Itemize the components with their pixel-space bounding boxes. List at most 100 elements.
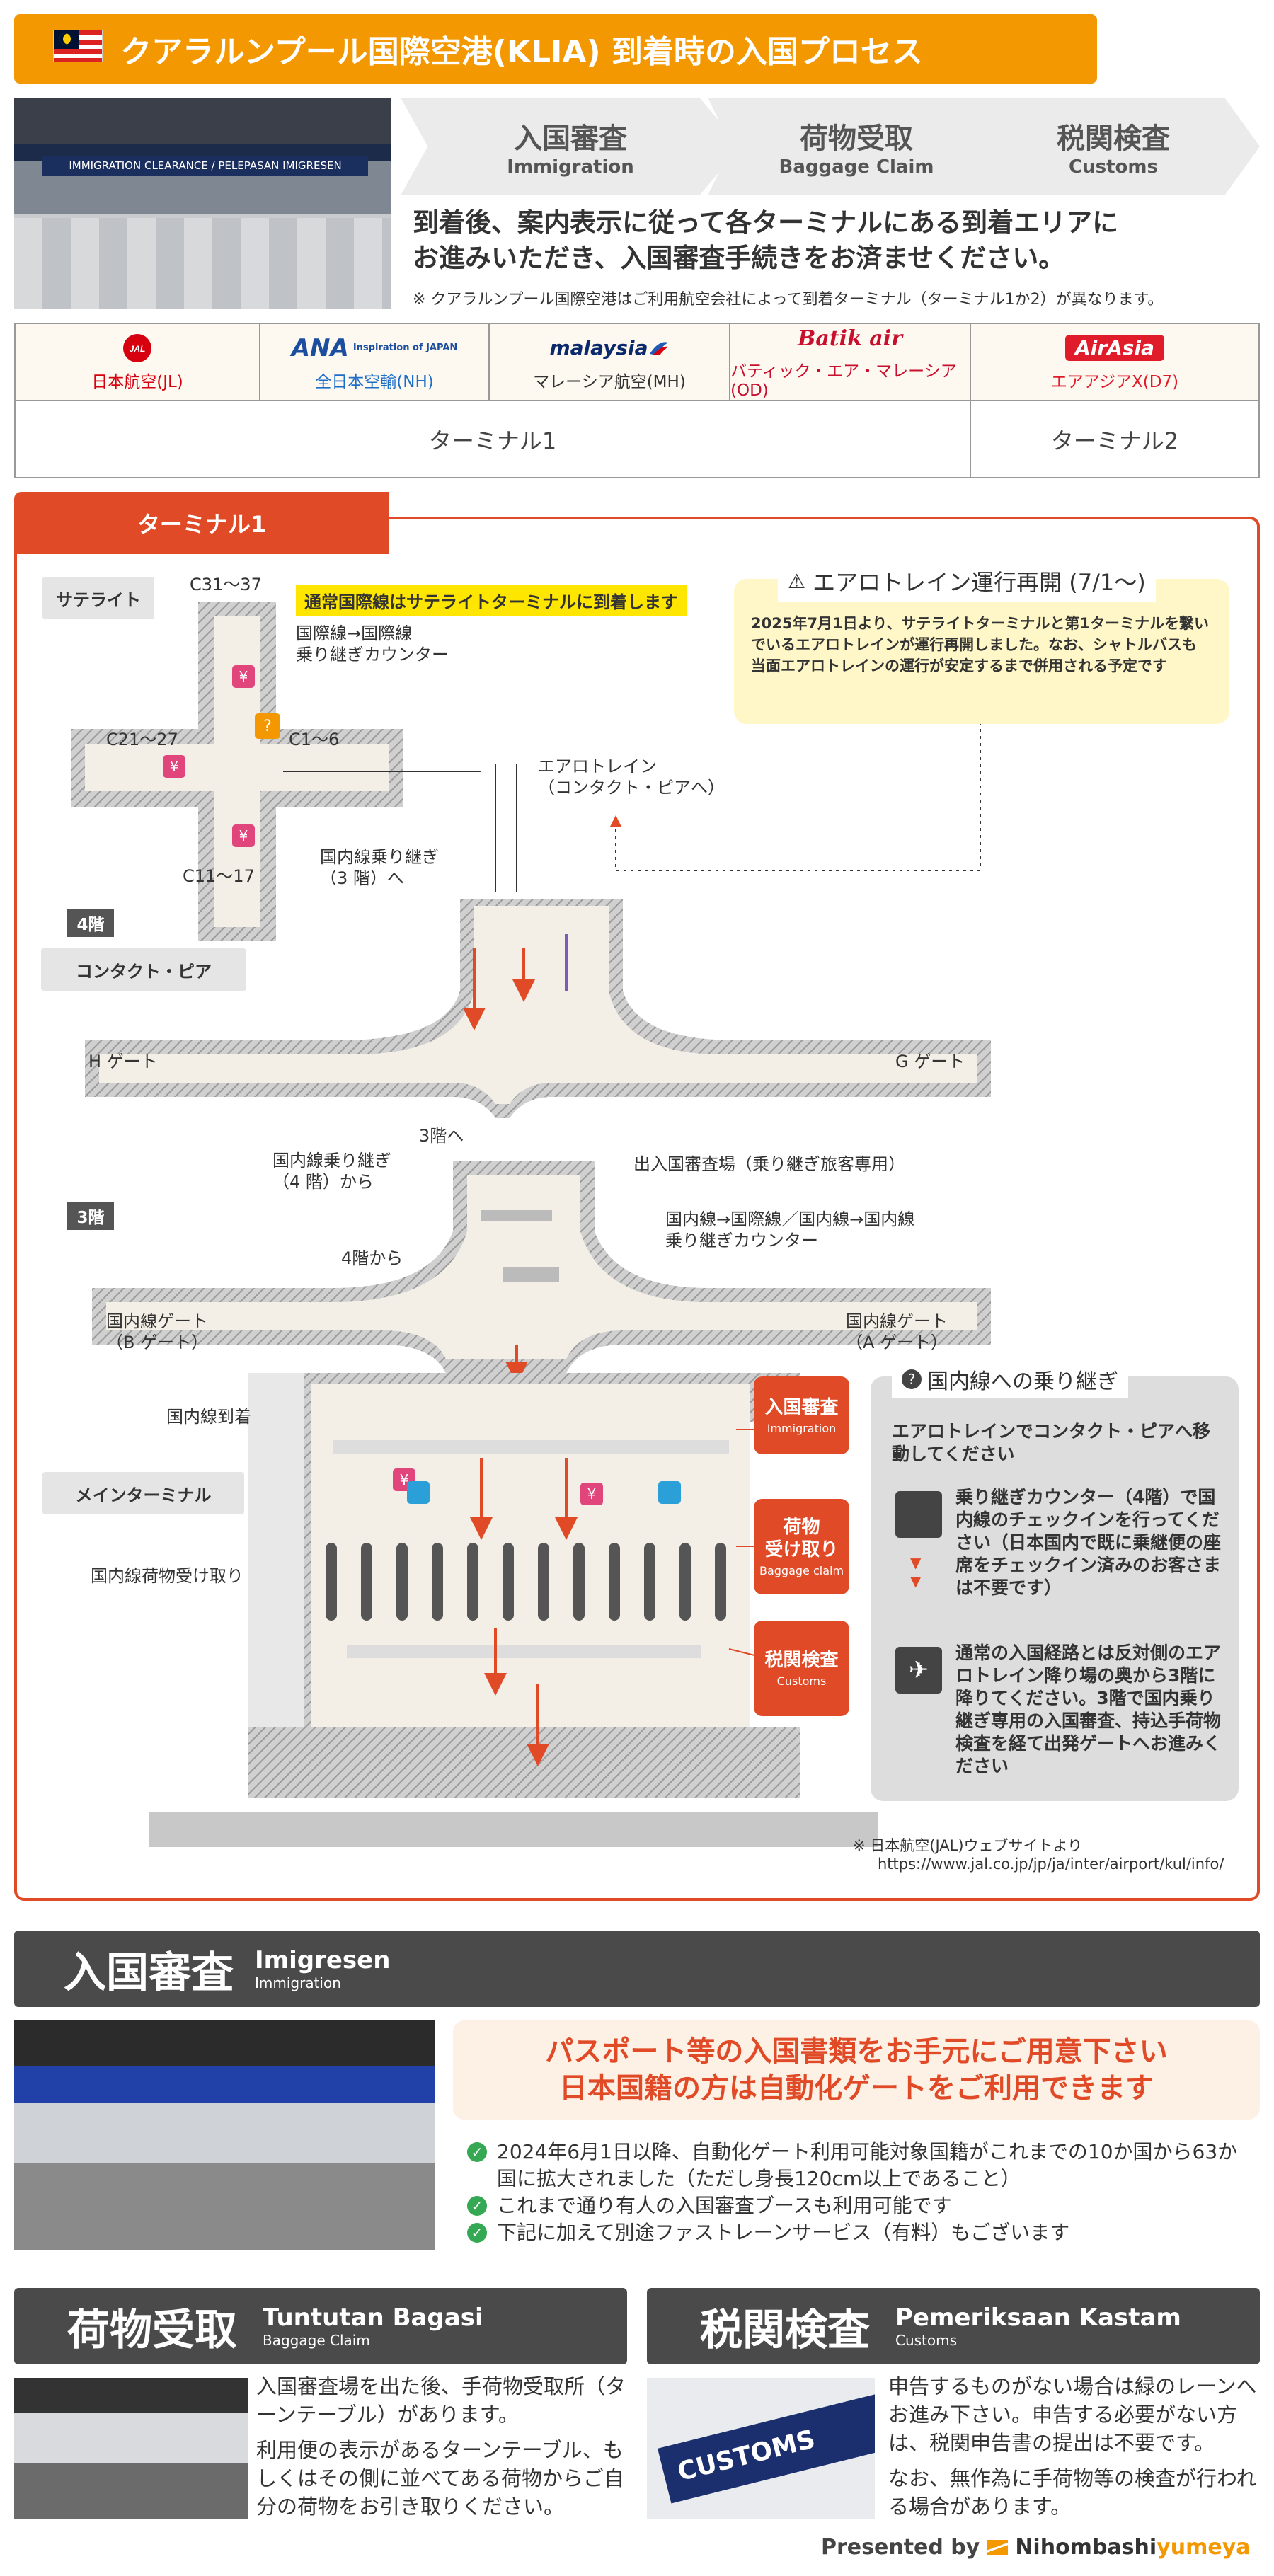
customs-paragraph: 申告するものがない場合は緑のレーンへお進み下さい。申告する必要がない方は、税関申… bbox=[888, 2374, 1257, 2455]
brand-name-1: Nihombashi bbox=[1015, 2535, 1157, 2560]
aerotrain-label: エアロトレイン （コンタクト・ピアへ） bbox=[538, 757, 725, 798]
level-4-label: 4階 bbox=[67, 909, 114, 937]
section-title: 入国審査 bbox=[64, 1948, 234, 1998]
domestic-transfer-title: 国内線への乗り継ぎ bbox=[927, 1369, 1118, 1394]
domestic-arrival-label: 国内線到着 bbox=[166, 1407, 251, 1427]
check-icon: ✓ bbox=[467, 2223, 487, 2243]
down-arrows-icon: ▼▼ bbox=[910, 1554, 922, 1589]
level-3-label: 3階 bbox=[67, 1202, 114, 1230]
check-icon: ✓ bbox=[467, 2196, 487, 2216]
airline-name: マレーシア航空(MH) bbox=[533, 372, 686, 391]
step-sublabel: Baggage Claim bbox=[779, 156, 934, 178]
lead-line: お進みいただき、入国審査手続きをお済ませください。 bbox=[413, 243, 1065, 273]
svg-text:¥: ¥ bbox=[239, 668, 248, 685]
section-malay: Pemeriksaan Kastam bbox=[895, 2304, 1181, 2332]
immigration-points: ✓2024年6月1日以降、自動化ゲート利用可能対象国籍がこれまでの10か国から6… bbox=[467, 2139, 1246, 2246]
marker-label: 荷物 受け取り bbox=[764, 1517, 839, 1560]
notice-body: 2025年7月1日より、サテライトターミナルと第1ターミナルを繋いでいるエアロト… bbox=[751, 615, 1210, 674]
svg-text:¥: ¥ bbox=[239, 827, 248, 844]
baggage-marker: 荷物 受け取り Baggage claim bbox=[754, 1499, 849, 1594]
restroom-icon bbox=[658, 1481, 681, 1504]
immigration-counters bbox=[333, 1440, 729, 1454]
domestic-gate-b-label: 国内線ゲート （B ゲート） bbox=[106, 1311, 209, 1352]
shop-icon bbox=[163, 755, 185, 778]
contact-pier-building bbox=[85, 899, 991, 1118]
baggage-paragraph: 利用便の表示があるターンテーブル、もしくはその側に並べてある荷物からご自分の荷物… bbox=[256, 2438, 624, 2519]
brand-name-2: yumeya bbox=[1157, 2535, 1251, 2560]
checkin-counter-icon bbox=[895, 1491, 942, 1538]
list-item: ✓下記に加えて別途ファストレーンサービス（有料）もございます bbox=[467, 2219, 1246, 2246]
marker-sublabel: Customs bbox=[776, 1674, 827, 1688]
domestic-step-1: 乗り継ぎカウンター（4階）で国内線のチェックインを行ってください（日本国内で既に… bbox=[955, 1487, 1222, 1598]
customs-photo: CUSTOMS bbox=[647, 2378, 875, 2519]
malaysia-flag-icon bbox=[53, 30, 103, 62]
domestic-transfer-title-row: ? 国内線への乗り継ぎ bbox=[892, 1361, 1128, 1398]
brand-logo-icon bbox=[987, 2539, 1009, 2555]
step-label: 入国審査 bbox=[514, 122, 627, 155]
g-gate-label: G ゲート bbox=[895, 1052, 965, 1071]
step-baggage: 荷物受取 Baggage Claim bbox=[708, 98, 1005, 195]
marker-sublabel: Immigration bbox=[767, 1421, 837, 1435]
gate-c11-label: C11～17 bbox=[183, 866, 255, 886]
satellite-arrival-badge: 通常国際線はサテライトターミナルに到着します bbox=[296, 585, 687, 616]
transfer-immigration-label: 出入国審査場（乗り継ぎ旅客専用） bbox=[633, 1154, 905, 1174]
immigration-marker: 入国審査 Immigration bbox=[754, 1376, 849, 1454]
notice-title: エアロトレイン運行再開 (7/1～) bbox=[813, 569, 1146, 596]
airasia-logo-icon: AirAsia bbox=[1065, 333, 1164, 364]
terminal-1-label: ターミナル1 bbox=[16, 400, 971, 477]
marker-sublabel: Baggage claim bbox=[759, 1564, 844, 1577]
customs-marker: 税関検査 Customs bbox=[754, 1621, 849, 1716]
immigration-section-bar: 入国審査 Imigresen Immigration bbox=[14, 1931, 1260, 2007]
svg-text:¥: ¥ bbox=[400, 1471, 409, 1488]
h-gate-label: H ゲート bbox=[88, 1052, 158, 1071]
section-english: Customs bbox=[895, 2332, 958, 2349]
section-title: 荷物受取 bbox=[67, 2305, 237, 2355]
section-english: Immigration bbox=[255, 1974, 341, 1991]
terminal-1-tab: ターミナル1 bbox=[14, 492, 389, 554]
customs-paragraph: なお、無作為に手荷物等の検査が行われる場合があります。 bbox=[888, 2466, 1257, 2519]
shop-icon bbox=[232, 824, 255, 847]
headline-line: 日本国籍の方は自動化ゲートをご利用できます bbox=[559, 2072, 1154, 2105]
lead-text: 到着後、案内表示に従って各ターミナルにある到着エリアに お進みいただき、入国審査… bbox=[413, 205, 1118, 276]
customs-section-bar: 税関検査 Pemeriksaan Kastam Customs bbox=[647, 2288, 1260, 2364]
level-3-building bbox=[92, 1161, 991, 1373]
domestic-step-0: エアロトレインでコンタクト・ピアへ移動してください bbox=[892, 1421, 1211, 1464]
source-url[interactable]: https://www.jal.co.jp/jp/ja/inter/airpor… bbox=[878, 1856, 1224, 1873]
step-label: 税関検査 bbox=[1057, 122, 1170, 155]
to-3f-label: 3階へ bbox=[419, 1126, 464, 1146]
presented-by: Presented by bbox=[821, 2535, 980, 2560]
airline-airasia: AirAsia エアアジアX(D7) bbox=[971, 324, 1258, 400]
section-english: Baggage Claim bbox=[263, 2332, 370, 2349]
domestic-transfer-box: ? 国内線への乗り継ぎ エアロトレインでコンタクト・ピアへ移動してください ▼▼… bbox=[871, 1361, 1239, 1801]
notice-title-row: ⚠ エアロトレイン運行再開 (7/1～) bbox=[778, 560, 1156, 602]
marker-label: 入国審査 bbox=[764, 1396, 839, 1418]
step-customs: 税関検査 Customs bbox=[967, 98, 1260, 195]
baggage-claim-photo bbox=[14, 2378, 248, 2519]
terminal-note: ※ クアラルンプール国際空港はご利用航空会社によって到着ターミナル（ターミナル1… bbox=[413, 291, 1164, 309]
baggage-section-bar: 荷物受取 Tuntutan Bagasi Baggage Claim bbox=[14, 2288, 627, 2364]
main-terminal-label: メインターミナル bbox=[42, 1472, 244, 1514]
batik-air-logo-icon: Batik air bbox=[798, 326, 902, 351]
airline-jal: JAL 日本航空(JL) bbox=[16, 324, 260, 400]
customs-counters bbox=[347, 1645, 701, 1658]
step-immigration: 入国審査 Immigration bbox=[401, 98, 740, 195]
check-icon: ✓ bbox=[467, 2142, 487, 2162]
svg-text:¥: ¥ bbox=[587, 1485, 597, 1502]
section-malay: Tuntutan Bagasi bbox=[263, 2304, 483, 2332]
airline-mh: malaysia マレーシア航空(MH) bbox=[490, 324, 730, 400]
domestic-step-2: 通常の入国経路とは反対側のエアロトレイン降り場の奥から3階に降りてください。3階… bbox=[955, 1643, 1222, 1776]
customs-text: 申告するものがない場合は緑のレーンへお進み下さい。申告する必要がない方は、税関申… bbox=[888, 2372, 1260, 2521]
domestic-baggage-label: 国内線荷物受け取り bbox=[91, 1566, 243, 1586]
warning-icon: ⚠ bbox=[788, 569, 806, 593]
jal-logo-icon: JAL bbox=[122, 333, 153, 364]
immigration-hall-photo: IMMIGRATION CLEARANCE / PELEPASAN IMIGRE… bbox=[14, 98, 391, 309]
gate-c31-label: C31～37 bbox=[190, 575, 262, 594]
source-note: ※ 日本航空(JAL)ウェブサイトより bbox=[853, 1837, 1083, 1854]
immigration-headline: パスポート等の入国書類をお手元にご用意下さい 日本国籍の方は自動化ゲートをご利用… bbox=[453, 2020, 1260, 2120]
aerotrain-notice: ⚠ エアロトレイン運行再開 (7/1～) 2025年7月1日より、サテライトター… bbox=[734, 560, 1229, 724]
malaysia-airlines-logo-icon: malaysia bbox=[549, 333, 669, 364]
